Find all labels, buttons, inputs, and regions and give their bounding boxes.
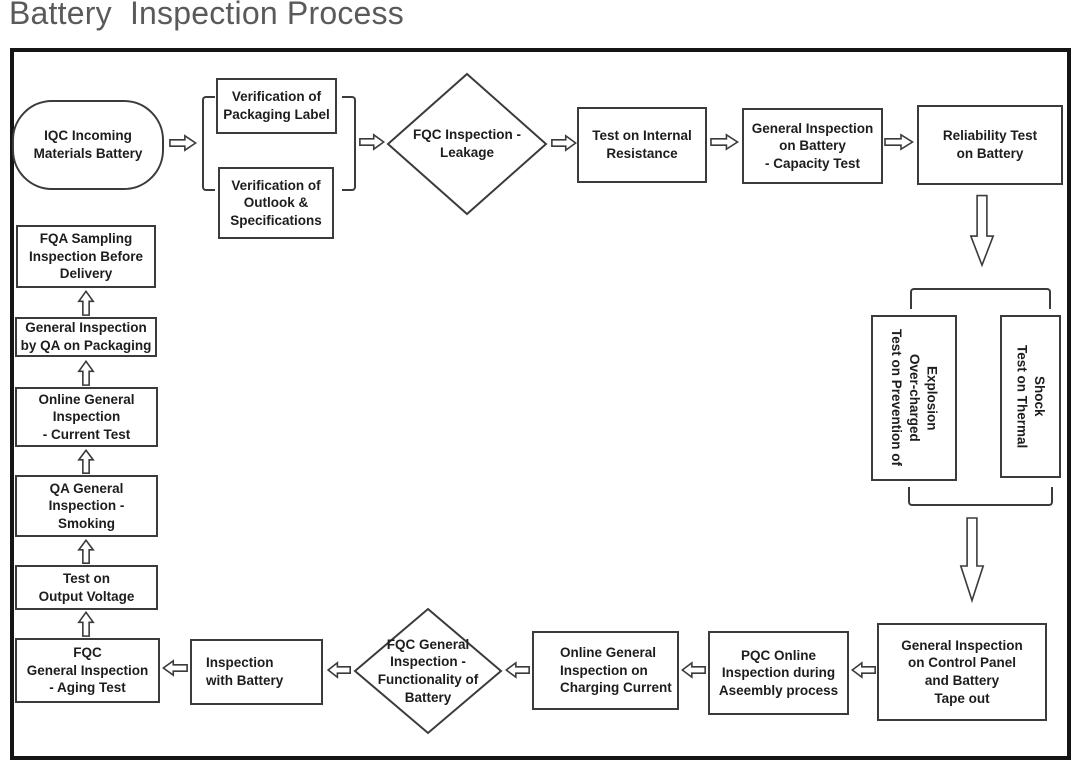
node-verification-packaging-label: Verification of Packaging Label: [216, 78, 337, 134]
flow-arrow-left-icon: [681, 661, 706, 679]
node-label: General Inspection on Control Panel and …: [901, 637, 1023, 706]
flow-arrow-down-icon: [958, 515, 986, 605]
node-label: General Inspection on Battery - Capacity…: [751, 120, 874, 171]
node-label: Test on Prevention of Over-charged Explo…: [889, 329, 940, 467]
node-fqc-inspection-leakage: FQC Inspection - Leakage: [386, 72, 548, 216]
flow-arrow-right-icon: [710, 133, 739, 151]
node-label: Reliability Test on Battery: [942, 128, 1038, 161]
node-fqa-sampling-inspection-delivery: FQA Sampling Inspection Before Delivery: [16, 225, 156, 288]
grouping-bracket-right: [342, 96, 356, 191]
flow-arrow-right-icon: [359, 133, 385, 151]
node-label: Online General Inspection - Current Test: [38, 391, 135, 442]
flow-arrow-left-icon: [505, 661, 530, 679]
node-test-thermal-shock: Test on Thermal Shock: [1000, 315, 1061, 478]
flow-arrow-right-icon: [884, 133, 914, 151]
node-inspection-with-battery: Inspection with Battery: [190, 639, 323, 705]
node-label: FQC Inspection - Leakage: [413, 127, 521, 160]
node-label: PQC Online Inspection during Aseembly pr…: [718, 647, 839, 698]
node-general-inspection-qa-packaging: General Inspection by QA on Packaging: [15, 317, 157, 357]
page-title: Battery Inspection Process: [9, 0, 404, 31]
node-label: Test on Internal Resistance: [592, 128, 692, 161]
node-label: QA General Inspection - Smoking: [48, 480, 125, 531]
node-label: FQA Sampling Inspection Before Delivery: [28, 231, 144, 282]
node-fqc-general-functionality-battery: FQC General Inspection - Functionality o…: [353, 607, 503, 735]
node-label: IQC Incoming Materials Battery: [33, 128, 143, 161]
node-online-inspection-charging-current: Online General Inspection on Charging Cu…: [532, 631, 679, 710]
node-fqc-general-aging-test: FQC General Inspection - Aging Test: [15, 638, 160, 703]
diagram-border: [10, 48, 1071, 760]
node-label: Test on Output Voltage: [38, 570, 135, 604]
node-label: Inspection with Battery: [206, 655, 284, 688]
node-general-inspection-capacity-test: General Inspection on Battery - Capacity…: [742, 108, 883, 184]
node-online-general-inspection-current-test: Online General Inspection - Current Test: [15, 387, 158, 447]
node-pqc-online-inspection-assembly: PQC Online Inspection during Aseembly pr…: [708, 631, 849, 715]
diamond-outline: [386, 72, 548, 216]
grouping-bracket-bottom: [908, 487, 1053, 506]
flow-arrow-left-icon: [327, 661, 351, 679]
grouping-bracket-left: [202, 96, 215, 191]
node-label: FQC General Inspection - Functionality o…: [377, 636, 479, 705]
flow-arrow-up-icon: [77, 539, 95, 564]
flow-arrow-up-icon: [77, 611, 95, 637]
node-label: General Inspection by QA on Packaging: [20, 320, 152, 353]
node-test-output-voltage: Test on Output Voltage: [15, 565, 158, 610]
node-test-internal-resistance: Test on Internal Resistance: [577, 107, 707, 183]
flow-arrow-right-icon: [551, 134, 577, 152]
node-label: Online General Inspection on Charging Cu…: [560, 645, 672, 696]
flow-arrow-up-icon: [77, 290, 95, 316]
flow-arrow-down-icon: [968, 193, 996, 269]
flow-arrow-right-icon: [169, 134, 197, 152]
node-test-prevention-overcharged-explosion: Test on Prevention of Over-charged Explo…: [871, 315, 957, 481]
node-label: Verification of Packaging Label: [223, 89, 330, 122]
node-label: Test on Thermal Shock: [1014, 344, 1048, 449]
grouping-bracket-top: [910, 288, 1051, 309]
flow-arrow-left-icon: [162, 659, 188, 677]
node-reliability-test-battery: Reliability Test on Battery: [917, 105, 1063, 185]
node-label: Verification of Outlook & Specifications: [230, 177, 322, 228]
flow-arrow-up-icon: [77, 449, 95, 474]
node-qa-general-inspection-smoking: QA General Inspection - Smoking: [15, 475, 158, 537]
node-iqc-incoming-materials: IQC Incoming Materials Battery: [12, 100, 164, 190]
node-verification-outlook-specifications: Verification of Outlook & Specifications: [218, 167, 334, 239]
node-general-inspection-control-panel: General Inspection on Control Panel and …: [877, 623, 1047, 721]
flow-arrow-up-icon: [77, 360, 95, 386]
flow-arrow-left-icon: [851, 661, 876, 679]
diamond-outline: [353, 607, 503, 735]
node-label: FQC General Inspection - Aging Test: [26, 645, 149, 696]
